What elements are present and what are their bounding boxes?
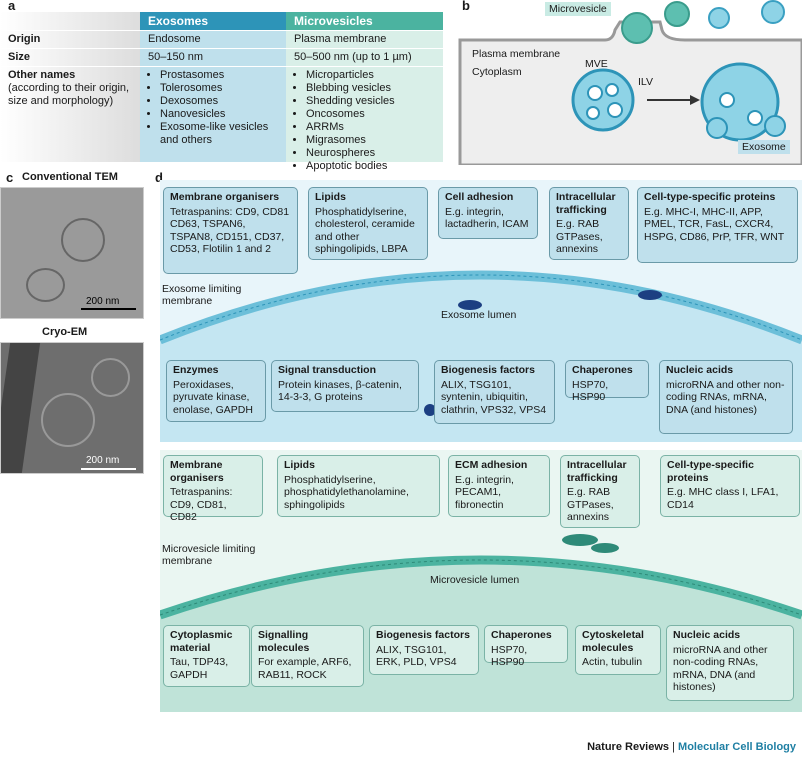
header-exosomes: Exosomes [140, 12, 286, 30]
row-label-column [0, 12, 140, 162]
exosome-size: 50–150 nm [148, 51, 204, 63]
other-names-subtitle: (according to their origin, size and mor… [8, 82, 130, 107]
cryo-micrograph: 200 nm [0, 342, 144, 474]
list-item: ARRMs [306, 121, 434, 134]
microvesicle-size: 50–500 nm (up to 1 µm) [294, 51, 412, 63]
footer-separator: | [669, 741, 679, 753]
exosome-column [140, 12, 286, 162]
exosome-membrane-label: Exosome limiting membrane [162, 283, 242, 307]
list-item: Nanovesicles [160, 108, 278, 121]
microvesicle-origin: Plasma membrane [294, 33, 387, 45]
list-item: Shedding vesicles [306, 95, 434, 108]
biogenesis-schematic [458, 0, 802, 165]
label-microvesicle: Microvesicle [545, 2, 611, 16]
list-item: Dexosomes [160, 95, 278, 108]
panel-label-d: d [155, 170, 163, 185]
label-mve: MVE [585, 58, 608, 70]
row-label-size: Size [8, 51, 31, 63]
comparison-table: Exosomes Microvesicles Origin Endosome P… [0, 12, 443, 172]
scale-label-cryo: 200 nm [86, 455, 120, 466]
panel-label-a: a [8, 0, 16, 13]
microvesicle-bud [621, 12, 653, 44]
panel-label-c: c [6, 170, 14, 185]
list-item: Exosome-like vesicles and others [160, 121, 278, 147]
list-item: Apoptotic bodies [306, 160, 434, 173]
other-names-label: Other names [8, 69, 76, 81]
mve-circle [571, 68, 635, 132]
scale-bar-cryo [81, 468, 136, 470]
journal-section: Molecular Cell Biology [678, 741, 796, 753]
microvesicle-membrane-label: Microvesicle limiting membrane [162, 543, 256, 567]
microvesicle-lumen-label: Microvesicle lumen [430, 574, 520, 586]
list-item: Microparticles [306, 69, 434, 82]
header-microvesicles: Microvesicles [286, 12, 443, 30]
list-item: Blebbing vesicles [306, 82, 434, 95]
label-exosome: Exosome [738, 140, 790, 154]
journal-name: Nature Reviews [587, 741, 670, 753]
scale-label-tem: 200 nm [86, 296, 120, 307]
panel-label-b: b [462, 0, 470, 13]
list-item: Migrasomes [306, 134, 434, 147]
microvesicle-names-list: Microparticles Blebbing vesicles Sheddin… [286, 69, 434, 173]
microvesicle-column [286, 12, 443, 162]
label-plasma-membrane: Plasma membrane [472, 48, 561, 60]
row-label-other-names: Other names (according to their origin, … [0, 69, 133, 108]
tem-micrograph: 200 nm [0, 187, 144, 319]
exosome-lumen-label: Exosome lumen [441, 309, 517, 321]
tem-title: Conventional TEM [22, 171, 118, 183]
scale-bar-tem [81, 308, 136, 310]
list-item: Neurospheres [306, 147, 434, 160]
journal-footer: Nature Reviews | Molecular Cell Biology [587, 741, 796, 753]
list-item: Prostasomes [160, 69, 278, 82]
row-label-origin: Origin [8, 33, 41, 45]
label-cytoplasm: Cytoplasm [472, 66, 522, 78]
cryo-title: Cryo-EM [42, 326, 88, 338]
label-ilv: ILV [638, 76, 653, 88]
list-item: Tolerosomes [160, 82, 278, 95]
list-item: Oncosomes [306, 108, 434, 121]
exosome-origin: Endosome [148, 33, 201, 45]
exosome-names-list: Prostasomes Tolerosomes Dexosomes Nanove… [140, 69, 278, 147]
